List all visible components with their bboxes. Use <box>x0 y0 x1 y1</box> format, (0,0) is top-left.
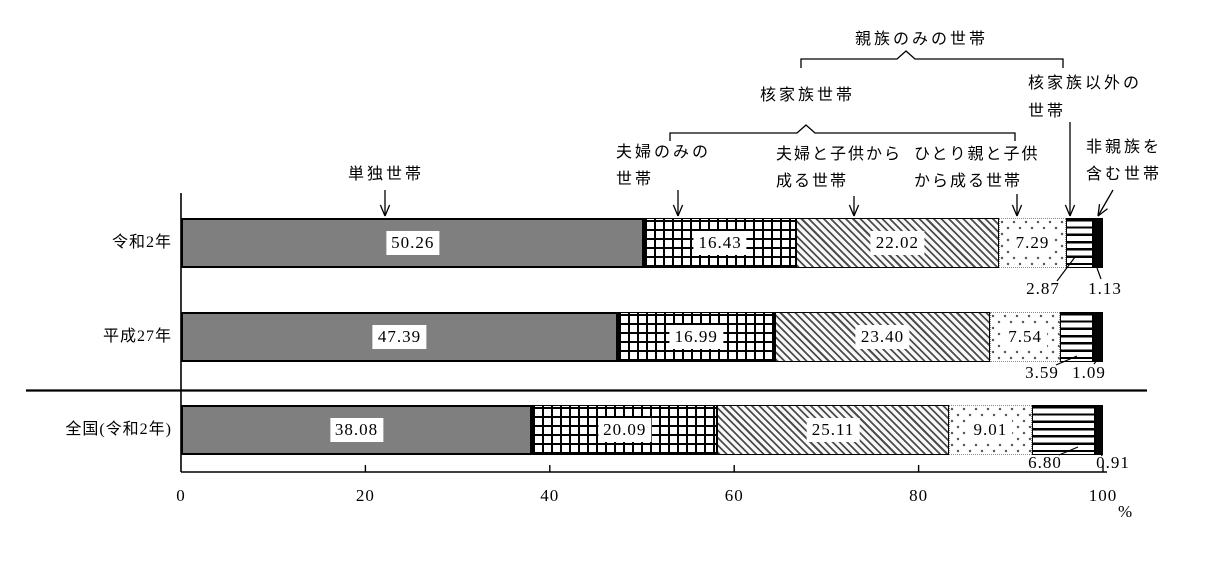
annotation-text: 夫婦と子供から <box>776 146 903 163</box>
axis-tick-label: 100 <box>1088 486 1118 505</box>
segment-value-label: 7.54 <box>1003 324 1047 349</box>
row-label: 令和2年 <box>111 234 172 251</box>
segment-value-label-below: 2.87 <box>1026 279 1060 298</box>
axis-tick-label: 20 <box>355 486 375 505</box>
bar-segment <box>1031 405 1095 455</box>
bar-segment <box>1094 405 1103 455</box>
brace-relatives-only <box>800 50 1064 68</box>
annotation-nuclear-family-household: 核家族世帯 <box>760 82 855 109</box>
annotation-text: 世帯 <box>1028 103 1067 120</box>
annotation-arrowhead <box>1069 204 1076 217</box>
row-label: 全国(令和2年) <box>65 421 172 438</box>
annotation-couple-only-household: 夫婦のみの 世帯 <box>616 139 711 193</box>
annotation-relatives-only-household: 親族のみの世帯 <box>855 26 988 53</box>
bar-segment <box>1092 311 1103 362</box>
row-label: 平成27年 <box>102 327 172 345</box>
annotation-arrowhead <box>853 204 860 217</box>
axis-unit-label: % <box>1118 502 1133 521</box>
segment-value-label: 16.99 <box>669 324 723 349</box>
annotation-arrowhead <box>1097 204 1101 217</box>
annotation-text: ひとり親と子供 <box>914 146 1040 163</box>
segment-value-label: 23.40 <box>855 324 910 349</box>
segment-value-label-below: 1.13 <box>1088 279 1122 298</box>
segment-value-label: 22.02 <box>870 231 925 255</box>
annotation-couple-with-children-household: 夫婦と子供から 成る世帯 <box>776 141 902 195</box>
annotation-text: 世帯 <box>616 171 655 188</box>
axis-tick-label: 60 <box>724 486 744 505</box>
annotation-arrowhead <box>384 204 391 217</box>
annotation-arrowhead <box>1064 204 1071 217</box>
annotation-text: から成る世帯 <box>914 173 1023 190</box>
annotation-non-relative-household: 非親族を 含む世帯 <box>1086 134 1162 188</box>
segment-value-label: 9.01 <box>968 418 1013 442</box>
bar-segment <box>795 218 999 268</box>
axis-tick-label: 0 <box>176 486 186 505</box>
annotation-arrowhead <box>379 204 386 217</box>
segment-value-label-below: 3.59 <box>1025 363 1059 382</box>
annotation-text: 非親族を <box>1086 139 1163 156</box>
annotation-arrowhead <box>677 204 684 217</box>
annotation-text: 核家族世帯 <box>760 87 856 104</box>
bar-segment <box>1092 218 1103 268</box>
bar-segment <box>1059 311 1093 362</box>
annotation-arrowhead <box>848 204 855 217</box>
annotation-arrow <box>1097 189 1114 217</box>
segment-value-label: 7.29 <box>1010 231 1055 255</box>
segment-value-label: 47.39 <box>372 324 427 349</box>
segment-value-label: 50.26 <box>386 231 440 255</box>
segment-value-label: 20.09 <box>598 418 652 442</box>
segment-value-label-below: 0.91 <box>1096 453 1130 472</box>
annotation-arrowhead <box>1097 208 1108 217</box>
brace-nuclear-family <box>669 124 1016 141</box>
annotation-arrowhead <box>1011 204 1018 217</box>
leader-line <box>1096 267 1102 280</box>
annotation-single-parent-with-children-household: ひとり親と子供 から成る世帯 <box>914 141 1040 195</box>
annotation-text: 含む世帯 <box>1086 166 1163 183</box>
annotation-text: 夫婦のみの <box>616 144 712 161</box>
segment-value-label: 25.11 <box>806 418 860 442</box>
axis-tick-label: 80 <box>909 486 929 505</box>
segment-value-label-below: 1.09 <box>1072 363 1106 382</box>
segment-value-label: 16.43 <box>693 231 747 255</box>
annotation-single-household: 単独世帯 <box>348 161 424 188</box>
annotation-text: 親族のみの世帯 <box>855 31 989 48</box>
annotation-non-nuclear-family-household: 核家族以外の 世帯 <box>1028 70 1142 126</box>
annotation-text: 核家族以外の <box>1028 75 1143 92</box>
axis-tick-label: 40 <box>540 486 560 505</box>
annotation-text: 成る世帯 <box>776 173 849 190</box>
segment-value-label-below: 6.80 <box>1028 453 1062 472</box>
segment-value-label: 38.08 <box>329 418 384 442</box>
annotation-text: 単独世帯 <box>348 166 425 183</box>
annotation-arrowhead <box>1016 204 1023 217</box>
annotation-arrowhead <box>672 204 679 217</box>
bar-segment <box>1066 218 1093 268</box>
